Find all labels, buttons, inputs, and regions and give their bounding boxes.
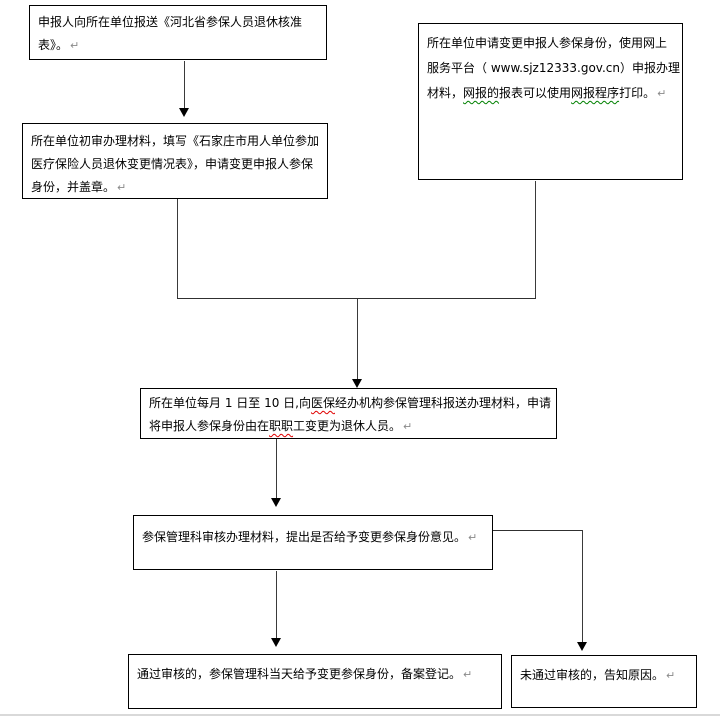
text-segment: 报表可以使用 (499, 86, 572, 100)
text-line: 所在单位每月 1 日至 10 日,向医保经办机构参保管理科报送办理材料，申请 (149, 392, 552, 415)
paragraph-mark-icon: ↵ (657, 87, 667, 100)
spellcheck-underline: 医保 (310, 396, 335, 410)
text-line: 医疗保险人员退休变更情况表》，申请变更申报人参保 (31, 153, 319, 176)
text-segment: 服务平台（ www.sjz12333.gov.cn）申报办理 (427, 61, 680, 75)
text-segment: 参保管理科审核办理材料，提出是否给予变更参保身份意见。 (142, 530, 467, 544)
text-segment: 工变更为退休人员。 (293, 419, 402, 433)
arrow-shaft-box5-to-box7 (582, 530, 583, 642)
paragraph-mark-icon: ↵ (666, 669, 676, 682)
arrow-shaft-box1-to-box2 (184, 61, 185, 108)
paragraph-mark-icon: ↵ (468, 531, 478, 544)
text-segment: 所在单位申请变更申报人参保身份，使用网上 (427, 36, 668, 50)
text-line: 申报人向所在单位报送《河北省参保人员退休核准 (38, 11, 318, 34)
arrow-shaft-box4-to-box5 (276, 439, 277, 498)
flow-box-approved-result: 通过审核的，参保管理科当天给予变更参保身份，备案登记。↵ (128, 654, 502, 709)
spellcheck-underline: 网报的 (463, 86, 500, 100)
flow-box-rejected-result: 未通过审核的，告知原因。↵ (511, 655, 697, 708)
spellcheck-underline: 网报程序 (571, 86, 620, 100)
text-line: 通过审核的，参保管理科当天给予变更参保身份，备案登记。↵ (137, 663, 493, 686)
text-line: 所在单位初审办理材料，填写《石家庄市用人单位参加 (31, 130, 319, 153)
text-line: 身份，并盖章。↵ (31, 176, 319, 199)
text-segment: 所在单位每月 1 日至 10 日,向 (149, 396, 311, 410)
flow-box-review-opinion: 参保管理科审核办理材料，提出是否给予变更参保身份意见。↵ (133, 515, 493, 570)
merge-connector-horizontal (177, 298, 536, 299)
arrow-shaft-box5-to-box6 (276, 571, 277, 638)
paragraph-mark-icon: ↵ (463, 668, 473, 681)
text-line: 未通过审核的，告知原因。↵ (520, 664, 688, 687)
text-line: 参保管理科审核办理材料，提出是否给予变更参保身份意见。↵ (142, 526, 484, 549)
paragraph-mark-icon: ↵ (403, 420, 413, 433)
flow-box-submit-retirement-form: 申报人向所在单位报送《河北省参保人员退休核准 表》。↵ (29, 5, 327, 60)
text-segment: 医疗保险人员退休变更情况表》，申请变更申报人参保 (31, 157, 314, 171)
text-segment: 将申报人参保身份由在 (149, 419, 270, 433)
text-segment: 申报人向所在单位报送《河北省参保人员退休核准 (38, 15, 303, 29)
arrowhead-down-icon (352, 379, 362, 388)
text-segment: 通过审核的，参保管理科当天给予变更参保身份，备案登记。 (137, 667, 462, 681)
paragraph-mark-icon: ↵ (117, 181, 127, 194)
text-line: 所在单位申请变更申报人参保身份，使用网上 (427, 31, 674, 56)
arrowhead-down-icon (271, 638, 281, 647)
text-segment: 材料， (427, 86, 464, 100)
flow-box-unit-initial-review: 所在单位初审办理材料，填写《石家庄市用人单位参加 医疗保险人员退休变更情况表》，… (22, 123, 328, 199)
arrowhead-down-icon (179, 108, 189, 117)
text-segment: 经办机构参保管理科报送办理材料，申请 (335, 396, 552, 410)
flow-box-online-application: 所在单位申请变更申报人参保身份，使用网上 服务平台（ www.sjz12333.… (418, 23, 683, 180)
text-line: 材料，网报的报表可以使用网报程序打印。↵ (427, 81, 674, 106)
flow-box-monthly-submission: 所在单位每月 1 日至 10 日,向医保经办机构参保管理科报送办理材料，申请 将… (140, 388, 557, 439)
branch-connector-right-horizontal (493, 530, 583, 531)
page-boundary-line (0, 714, 720, 716)
text-segment: 打印。 (619, 86, 656, 100)
text-segment: 身份，并盖章。 (31, 180, 116, 194)
text-line: 服务平台（ www.sjz12333.gov.cn）申报办理 (427, 56, 680, 81)
spellcheck-underline: 职职 (269, 419, 294, 433)
arrowhead-down-icon (577, 642, 587, 651)
text-line: 表》。↵ (38, 34, 318, 57)
arrow-shaft-merge-to-box4 (357, 299, 358, 379)
text-segment: 未通过审核的，告知原因。 (520, 668, 665, 682)
paragraph-mark-icon: ↵ (70, 39, 80, 52)
text-segment: 所在单位初审办理材料，填写《石家庄市用人单位参加 (31, 134, 320, 148)
arrowhead-down-icon (271, 498, 281, 507)
merge-connector-right-vertical (535, 181, 536, 299)
text-segment: 表》。 (38, 38, 69, 52)
text-line: 将申报人参保身份由在职职工变更为退休人员。↵ (149, 415, 548, 438)
merge-connector-left-vertical (177, 199, 178, 299)
